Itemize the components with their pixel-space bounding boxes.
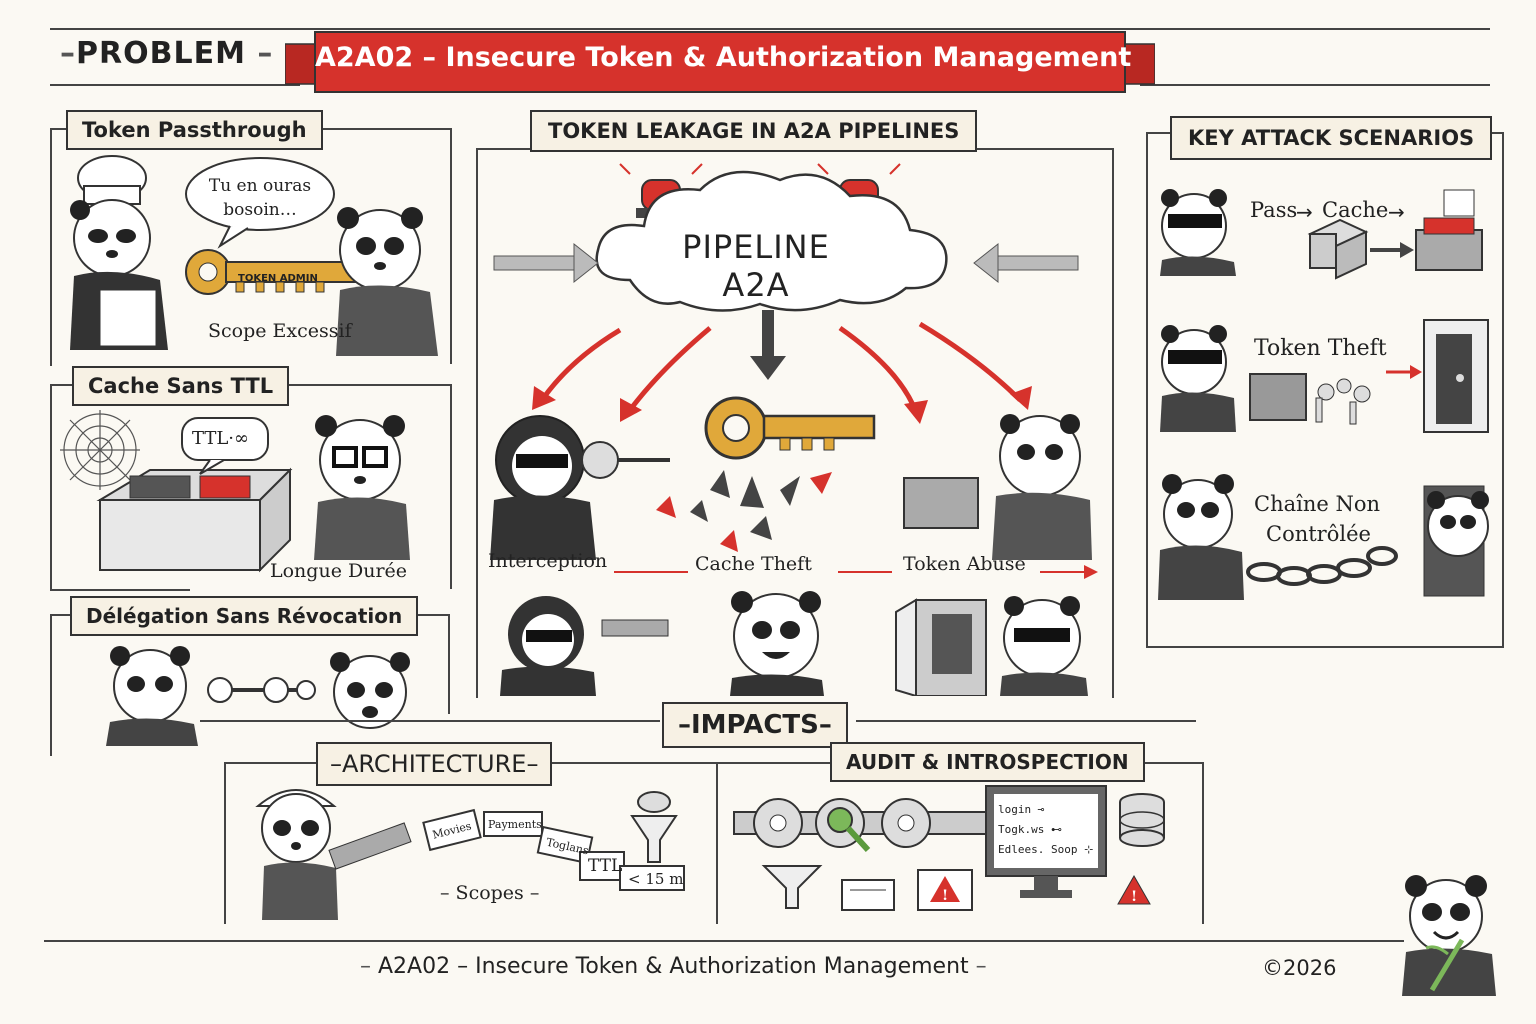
admin-key-icon [185, 249, 357, 295]
panda-icon [1158, 474, 1244, 600]
cube-icon [1307, 218, 1369, 280]
monitor-screen: login ⊸ Togk.ws ⊷ Edlees. Soop ⊹ [998, 800, 1098, 860]
log-line: Togk.ws ⊷ [998, 823, 1062, 836]
cache-sans-ttl-title: Cache Sans TTL [72, 366, 290, 406]
masked-panda-icon [1000, 596, 1088, 696]
key-chain-icon [207, 677, 316, 703]
flow-token-abuse: Token Abuse [903, 553, 1026, 575]
flow-arrows [614, 565, 1098, 579]
architecture-illustration [255, 789, 685, 920]
keys-icon [1315, 378, 1371, 425]
tag-icon [422, 808, 685, 891]
impacts-title-text: IMPACTS [691, 710, 819, 740]
footer-title: – A2A02 – Insecure Token & Authorization… [360, 954, 987, 979]
panda-icon [1423, 485, 1489, 597]
log-line: login ⊸ [998, 803, 1045, 816]
flow-interception: Interception [488, 550, 608, 572]
panda-icon [336, 207, 438, 356]
panda-mascot-icon [1402, 875, 1496, 996]
warning-icon: ! [1117, 874, 1151, 905]
speech-bubble-text: Tu en ouras bosoin… [208, 176, 312, 220]
impacts-title: –IMPACTS– [662, 702, 848, 748]
pass-label: Pass [1250, 198, 1298, 222]
chef-panda-icon [70, 155, 168, 350]
problem-label: –PROBLEM – [60, 36, 274, 71]
ttl-limit-tag: < 15 m [628, 870, 684, 888]
page-title: A2A02 – Insecure Token & Authorization M… [315, 42, 1132, 73]
delegation-title: Délégation Sans Révocation [70, 596, 419, 636]
scope-excessif-caption: Scope Excessif [208, 320, 352, 342]
spider-web-icon [60, 410, 140, 490]
golden-key-icon [704, 396, 876, 460]
panda-icon [330, 652, 410, 729]
architecture-title-text: ARCHITECTURE [342, 750, 527, 778]
chain-label-line2: Contrôlée [1266, 522, 1371, 546]
key-text: TOKEN ADMIN [238, 273, 318, 284]
arrow-right-icon [493, 242, 599, 284]
safe-icon [1249, 373, 1307, 421]
svg-text:!: ! [1131, 889, 1137, 905]
token-leakage-title: TOKEN LEAKAGE IN A2A PIPELINES [530, 110, 978, 152]
token-passthrough-title: Token Passthrough [66, 110, 323, 150]
audit-illustration: ! ! [733, 785, 1165, 911]
chain-icon [1246, 546, 1398, 586]
magnifier-icon [827, 807, 871, 853]
card-icon [841, 879, 895, 911]
attack-scenarios-illustration [1158, 189, 1489, 600]
monitor-icon [985, 785, 1107, 898]
flow-cache-theft: Cache Theft [695, 553, 812, 575]
masked-panda-icon [1160, 325, 1236, 432]
funnel-icon [761, 865, 823, 909]
title-banner [285, 31, 1155, 93]
arrow-down-icon [750, 310, 786, 380]
thief-panda-icon [490, 415, 670, 560]
pipeline-diagram [490, 163, 1092, 560]
door-icon [1423, 319, 1489, 433]
footer-title-text: A2A02 – Insecure Token & Authorization M… [378, 954, 969, 979]
red-arrow-icon [539, 321, 1022, 413]
masked-panda-icon [1160, 189, 1236, 276]
cloud-label-line1: PIPELINE [682, 228, 830, 266]
delegation-illustration [106, 646, 410, 746]
longue-duree-caption: Longue Durée [270, 560, 408, 582]
key-attack-scenarios-title: KEY ATTACK SCENARIOS [1170, 116, 1493, 160]
ttl-speech-text: TTL·∞ [192, 428, 250, 449]
arrow-right-icon: → [1388, 200, 1405, 224]
laughing-panda-icon [730, 591, 824, 696]
cache-illustration [60, 410, 410, 573]
audit-title: AUDIT & INTROSPECTION [830, 742, 1145, 782]
builder-panda-icon [255, 789, 412, 920]
arrow-right-icon: → [1296, 200, 1313, 224]
token-theft-label: Token Theft [1254, 336, 1387, 361]
token-passthrough-illustration [70, 155, 438, 356]
scopes-caption-text: Scopes [455, 882, 524, 904]
svg-text:!: ! [942, 888, 948, 904]
database-icon [1119, 793, 1165, 847]
chain-label-line1: Chaîne Non [1254, 492, 1380, 516]
copyright: ©2026 [1262, 956, 1337, 980]
funnel-icon [630, 791, 678, 863]
cloud-label-line2: A2A [722, 266, 790, 304]
glasses-panda-icon [314, 415, 410, 560]
warning-icon: ! [917, 869, 973, 911]
door-icon [895, 598, 987, 696]
cache-label: Cache [1322, 198, 1389, 222]
thief-panda-icon [500, 596, 669, 696]
red-box-icon [1415, 189, 1483, 271]
cloud-icon [595, 170, 948, 312]
architecture-title: –ARCHITECTURE– [316, 742, 553, 786]
attackers-row [500, 591, 1088, 696]
arrow-left-icon [973, 242, 1079, 284]
scope-tag-payments: Payments [488, 818, 542, 831]
scopes-caption: – Scopes – [440, 882, 540, 904]
panda-icon [106, 646, 198, 746]
cache-box-icon [96, 467, 293, 573]
log-line: Edlees. Soop ⊹ [998, 843, 1094, 856]
box-panda-icon [903, 414, 1092, 560]
ttl-tag: TTL [588, 856, 623, 876]
problem-label-text: PROBLEM [76, 36, 246, 71]
